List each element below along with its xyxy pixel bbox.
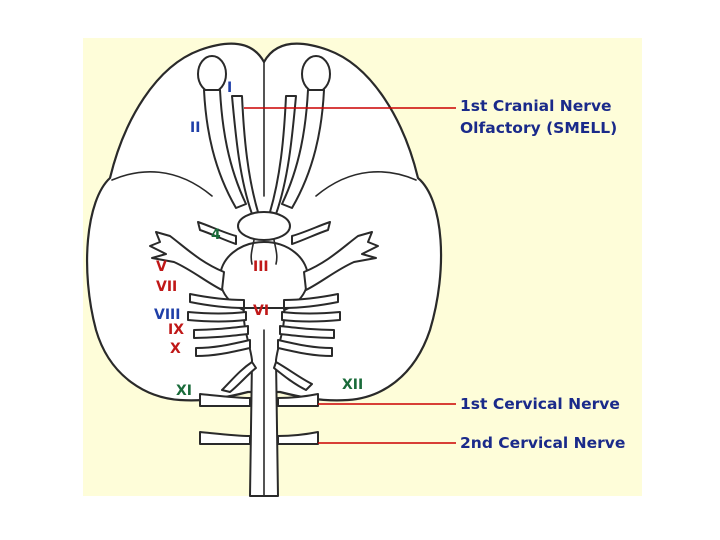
hypoglossal-nerve-right <box>273 361 313 391</box>
label-nerve-vii: VII <box>156 279 177 295</box>
label-nerve-x: X <box>170 341 181 357</box>
glossopharyngeal-nerve-right <box>279 325 335 339</box>
optic-chiasm <box>237 211 291 241</box>
label-nerve-v: V <box>156 259 167 275</box>
olfactory-bulb-right <box>301 55 331 93</box>
facial-nerve-left <box>189 293 245 309</box>
vestibulocochlear-nerve-right <box>281 311 341 323</box>
callout-cervical-1: 1st Cervical Nerve <box>460 395 620 413</box>
olfactory-tract-left <box>203 89 247 209</box>
callout-olfactory-line2: Olfactory (SMELL) <box>460 119 617 137</box>
accessory-nerve-left <box>221 361 257 393</box>
olfactory-tract-right <box>281 89 325 209</box>
label-nerve-iii: III <box>253 259 269 275</box>
trochlear-nerve-left <box>197 221 237 245</box>
cervical-nerve-1-left <box>199 393 251 407</box>
olfactory-bulb-left <box>197 55 227 93</box>
trigeminal-nerve-right <box>303 231 379 291</box>
label-nerve-viii: VIII <box>154 307 180 323</box>
vagus-nerve-left <box>195 339 251 357</box>
callout-olfactory-line1: 1st Cranial Nerve <box>460 97 612 115</box>
label-nerve-xi: XI <box>176 383 192 399</box>
vagus-nerve-right <box>277 339 333 357</box>
label-nerve-iv: 4 <box>211 227 221 243</box>
label-nerve-xii: XII <box>342 377 363 393</box>
label-nerve-vi: VI <box>253 303 269 319</box>
trigeminal-nerve-left <box>149 231 225 291</box>
temporal-lobe-line-left <box>111 171 213 197</box>
oculomotor-nerve-left <box>250 239 255 265</box>
label-nerve-ix: IX <box>168 322 184 338</box>
trochlear-nerve-right <box>291 221 331 245</box>
facial-nerve-right <box>283 293 339 309</box>
glossopharyngeal-nerve-left <box>193 325 249 339</box>
cervical-nerve-2-left <box>199 431 251 445</box>
cervical-nerve-1-right <box>277 393 319 407</box>
vestibulocochlear-nerve-left <box>187 311 247 323</box>
callout-cervical-2: 2nd Cervical Nerve <box>460 434 625 452</box>
temporal-lobe-line-right <box>315 171 417 197</box>
label-nerve-i: I <box>227 80 232 96</box>
oculomotor-nerve-right <box>273 239 278 265</box>
label-nerve-ii: II <box>190 120 200 136</box>
cervical-nerve-2-right <box>277 431 319 445</box>
